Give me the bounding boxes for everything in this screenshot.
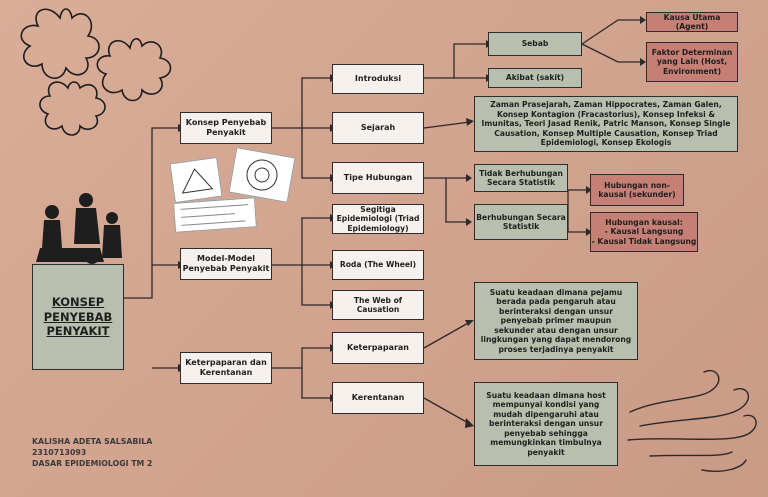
web-diagram-thumbnail (173, 197, 257, 233)
node-non-kausal: Hubungan non-kausal (sekunder) (590, 174, 684, 206)
berhubungan-label: Berhubungan Secara Statistik (476, 212, 566, 231)
author-id: 2310713093 (32, 448, 87, 457)
branch-konsep-label: Konsep Penyebab Penyakit (185, 118, 267, 137)
roda-label: Roda (The Wheel) (339, 260, 417, 270)
flower-icon (20, 8, 100, 79)
branch-kk-label: Keterpaparan dan Kerentanan (185, 358, 267, 377)
node-sejarah: Sejarah (332, 112, 424, 144)
sick-people-icon (36, 193, 122, 264)
node-roda: Roda (The Wheel) (332, 250, 424, 280)
tidak-berhubungan-label: Tidak Berhubungan Secara Statistik (479, 168, 563, 187)
node-berhubungan: Berhubungan Secara Statistik (474, 204, 568, 240)
sejarah-label: Sejarah (360, 123, 396, 132)
triangle-diagram-thumbnail (169, 156, 223, 204)
branch-keterpaparan-kerentanan: Keterpaparan dan Kerentanan (180, 352, 272, 384)
web-label: The Web of Causation (353, 295, 403, 314)
node-sejarah-detail: Zaman Prasejarah, Zaman Hippocrates, Zam… (474, 96, 738, 152)
node-kausa-utama: Kausa Utama (Agent) (646, 12, 738, 32)
kerentanan-label: Kerentanan (351, 393, 405, 402)
author-footer: KALISHA ADETA SALSABILA 2310713093 DASAR… (32, 436, 152, 469)
sejarah-detail-text: Zaman Prasejarah, Zaman Hippocrates, Zam… (481, 100, 731, 148)
node-introduksi: Introduksi (332, 64, 424, 94)
node-web: The Web of Causation (332, 290, 424, 320)
course-name: DASAR EPIDEMIOLOGI TM 2 (32, 459, 153, 468)
wind-swirl-icon (627, 369, 757, 472)
branch-model-label: Model-Model Penyebab Penyakit (182, 254, 270, 273)
node-kerentanan-detail: Suatu keadaan dimana host mempunyai kond… (474, 382, 618, 466)
node-keterpaparan-detail: Suatu keadaan dimana pejamu berada pada … (474, 282, 638, 360)
wheel-diagram-icon (246, 159, 278, 191)
node-akibat: Akibat (sakit) (488, 68, 582, 88)
main-title-box: KONSEP PENYEBAB PENYAKIT (32, 264, 124, 370)
triangle-diagram-icon (181, 168, 214, 194)
web-diagram-icon (180, 204, 249, 226)
keterpaparan-detail-text: Suatu keadaan dimana pejamu berada pada … (480, 287, 632, 354)
akibat-label: Akibat (sakit) (505, 73, 565, 83)
branch-model-model: Model-Model Penyebab Penyakit (180, 248, 272, 280)
faktor-label: Faktor Determinan yang Lain (Host, Envir… (651, 47, 733, 76)
node-kerentanan: Kerentanan (332, 382, 424, 414)
flower-icon (39, 81, 106, 136)
kausa-label: Kausa Utama (Agent) (663, 12, 721, 31)
node-sebab: Sebab (488, 32, 582, 56)
node-faktor-determinan: Faktor Determinan yang Lain (Host, Envir… (646, 42, 738, 82)
page-title: KONSEP PENYEBAB PENYAKIT (43, 295, 113, 339)
node-kausal: Hubungan kausal: - Kausal Langsung - Kau… (590, 212, 698, 252)
segitiga-label: Segitiga Epidemiologi (Triad Epidemiolog… (336, 204, 420, 233)
introduksi-label: Introduksi (354, 74, 402, 83)
keterpaparan-label: Keterpaparan (347, 343, 409, 352)
kerentanan-detail-text: Suatu keadaan dimana host mempunyai kond… (486, 390, 606, 457)
branch-konsep-penyebab: Konsep Penyebab Penyakit (180, 112, 272, 144)
author-name: KALISHA ADETA SALSABILA (32, 437, 153, 446)
non-kausal-label: Hubungan non-kausal (sekunder) (598, 180, 676, 199)
tipe-hubungan-label: Tipe Hubungan (343, 173, 413, 182)
node-tidak-berhubungan: Tidak Berhubungan Secara Statistik (474, 164, 568, 192)
node-keterpaparan: Keterpaparan (332, 332, 424, 364)
flower-icon (96, 37, 172, 102)
node-tipe-hubungan: Tipe Hubungan (332, 162, 424, 194)
kausal-label: Hubungan kausal: - Kausal Langsung - Kau… (591, 217, 697, 246)
wheel-diagram-thumbnail (228, 147, 296, 203)
sebab-label: Sebab (521, 39, 549, 49)
node-segitiga: Segitiga Epidemiologi (Triad Epidemiolog… (332, 204, 424, 234)
